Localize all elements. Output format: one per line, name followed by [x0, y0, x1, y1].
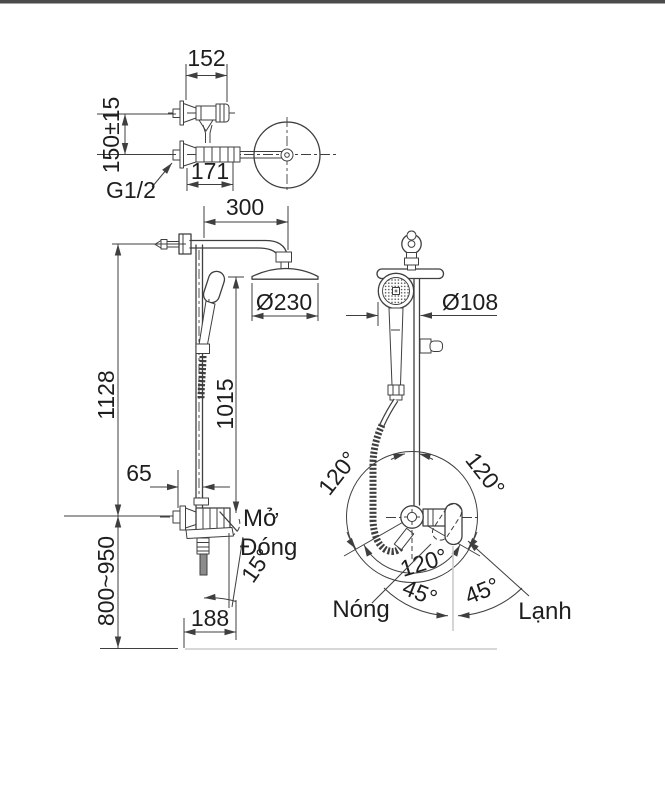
page-top-border	[0, 0, 665, 4]
dim-1128-label: 1128	[93, 370, 119, 419]
hot-label: Nóng	[332, 596, 389, 623]
dim-800-950-label: 800~950	[93, 536, 119, 626]
dim-150-label: 150±15	[98, 97, 124, 174]
thread-size-label: G1/2	[106, 177, 156, 203]
swivel-angle-left-label: 120°	[313, 446, 363, 499]
top-view: 152 150±15 171 G1/2	[97, 45, 336, 203]
dim-230-label: Ø230	[256, 289, 312, 315]
open-label: Mở	[243, 505, 279, 532]
dim-300-label: 300	[226, 194, 264, 220]
lever-angle-right-label: 45°	[461, 572, 503, 609]
dim-108-label: Ø108	[442, 289, 498, 315]
dim-1015-label: 1015	[212, 378, 238, 429]
dim-171-label: 171	[191, 158, 229, 184]
dim-188-label: 188	[191, 605, 229, 631]
dim-152-label: 152	[187, 45, 225, 71]
cold-label: Lạnh	[518, 598, 571, 625]
front-view: Ø108 120° 120° 120° 45° 45° Nóng Lạnh	[313, 230, 572, 631]
close-label: Đóng	[240, 534, 297, 561]
swivel-angle-right-label: 120°	[460, 447, 510, 500]
dim-65-label: 65	[126, 460, 152, 486]
swivel-angle-bottom-label: 120°	[397, 543, 450, 582]
side-view: 300 Ø230 1128 1015	[64, 194, 497, 650]
